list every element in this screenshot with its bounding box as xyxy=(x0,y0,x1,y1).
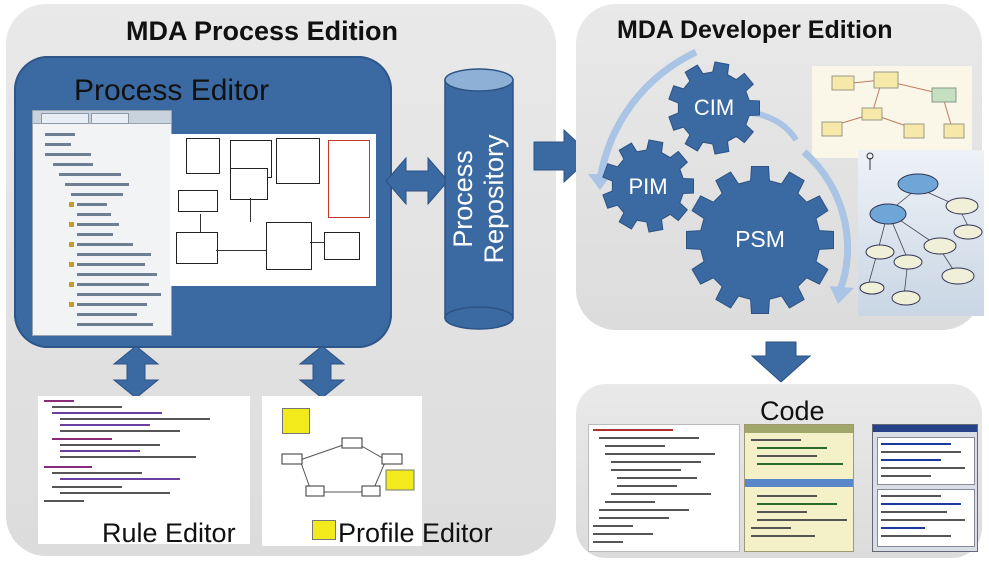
process-edition-title: MDA Process Edition xyxy=(126,16,399,46)
process-editor-title: Process Editor xyxy=(74,74,270,107)
mda-gears: CIM PIM PSM xyxy=(588,48,854,314)
psm-gear xyxy=(686,166,834,314)
developer-edition-title: MDA Developer Edition xyxy=(617,16,893,44)
profile-editor-label: Profile Editor xyxy=(338,518,493,548)
uml-class-diagram-screenshot xyxy=(170,134,376,286)
rule-editor-double-arrow xyxy=(112,345,160,399)
code-editor-screenshot-2 xyxy=(744,424,854,552)
process-repository-cylinder xyxy=(444,68,514,330)
code-title: Code xyxy=(760,396,825,426)
psm-label: PSM xyxy=(735,226,785,252)
use-case-diagram-screenshot xyxy=(858,150,984,316)
cycle-arc-top-left xyxy=(596,48,698,181)
profile-editor-double-arrow xyxy=(298,345,346,399)
code-editor-screenshot-1 xyxy=(588,424,740,552)
repository-label: Process Repository xyxy=(448,134,509,264)
cim-label: CIM xyxy=(694,95,734,120)
pim-label: PIM xyxy=(628,174,667,199)
model-tree-screenshot xyxy=(32,110,172,336)
cycle-arrowhead-right xyxy=(830,286,854,304)
cim-gear xyxy=(668,61,760,155)
developer-to-code-arrow xyxy=(750,341,812,383)
note-swatch xyxy=(312,520,336,540)
editor-repository-double-arrow xyxy=(385,156,449,206)
cycle-arc-right xyxy=(801,149,852,292)
code-editor-screenshot-3 xyxy=(872,424,978,552)
pim-gear xyxy=(602,139,694,233)
rule-editor-label: Rule Editor xyxy=(102,518,236,548)
profile-editor-screenshot xyxy=(262,396,422,546)
rule-editor-screenshot xyxy=(38,396,250,544)
uml-model-screenshot xyxy=(812,66,972,158)
